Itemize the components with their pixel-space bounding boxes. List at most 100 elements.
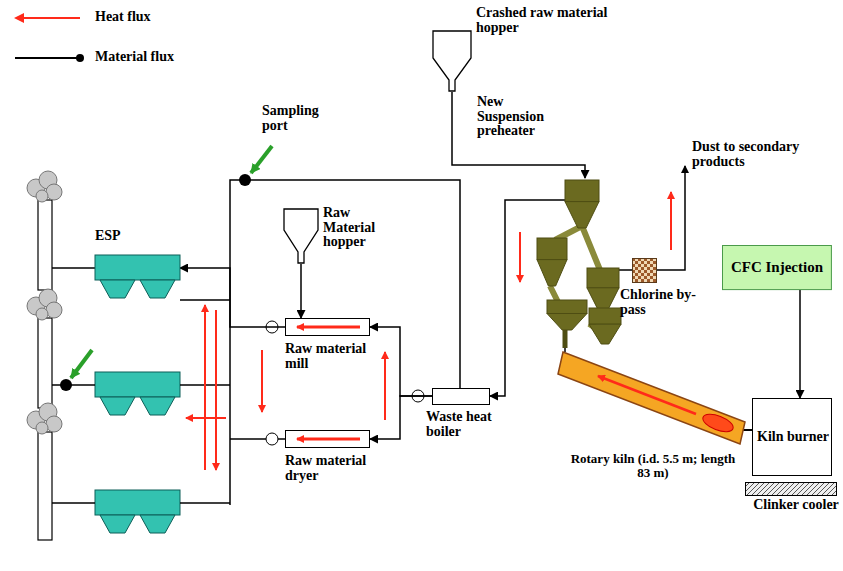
drawn-circle [46, 416, 62, 432]
drawn-line [563, 328, 568, 348]
drawn-line [186, 417, 226, 419]
drawn-line [519, 232, 521, 282]
drawn-rect [38, 318, 52, 408]
mill-box-shape [285, 318, 370, 336]
drawn-rect [286, 319, 370, 336]
rotary-kiln: Rotary kiln (i.d. 5.5 m; length 83 m) [558, 352, 748, 447]
heat-flux-arrows [186, 192, 671, 470]
mill-box: Raw material mill [285, 318, 370, 336]
drawn-circle [239, 174, 251, 186]
hopper-shape [432, 30, 472, 92]
drawn-circle [60, 379, 72, 391]
drawn-line [261, 350, 263, 412]
drawn-circle [46, 184, 62, 200]
node-label: Raw Material hopper [323, 206, 403, 250]
legend-text: Heat flux [95, 10, 151, 25]
node-label: ESP [95, 229, 155, 244]
drawn-rect [723, 246, 832, 290]
drawn-line [52, 384, 95, 386]
drawn-line [598, 376, 696, 414]
drawn-line [384, 352, 386, 420]
drawn-line [297, 326, 360, 329]
drawn-polygon [140, 515, 175, 533]
node-label: Waste heat boiler [426, 410, 498, 439]
drawn-rect [433, 389, 490, 405]
drawn-line [15, 57, 78, 59]
node-label: Chlorine by-pass [620, 288, 696, 317]
bypass-box-shape [632, 258, 657, 283]
drawn-line [52, 267, 95, 269]
esp-units [95, 372, 180, 533]
gas-ducts [52, 180, 460, 505]
flow-connector [490, 200, 535, 396]
flow-connector [625, 269, 632, 271]
legend-samples [14, 13, 84, 62]
drawn-polygon [140, 397, 175, 415]
esp-unit: ESP [95, 255, 180, 300]
drawn-line [251, 146, 272, 173]
drawn-polygon [100, 280, 135, 298]
hopper: Raw Material hopper [283, 208, 319, 264]
drawn-rect [537, 238, 567, 260]
drawn-rect [589, 308, 621, 324]
callout-label: Sampling port [262, 104, 334, 133]
drawn-line [180, 502, 230, 504]
drawn-line [180, 299, 230, 301]
drawn-rect [286, 431, 370, 448]
drawn-rect [547, 300, 587, 314]
drawn-circle [36, 308, 48, 320]
drawn-polygon [100, 397, 135, 415]
injection-box: CFC Injection [722, 245, 832, 290]
drawn-polygon [537, 260, 567, 286]
drawn-line [215, 310, 217, 470]
flow-connector [180, 268, 285, 327]
hopper: Crashed raw material hopper [432, 30, 472, 92]
legend-text: Material flux [95, 50, 174, 65]
node-label: Raw material mill [285, 342, 375, 371]
drawn-rect [746, 483, 837, 496]
node-label: New Suspension preheater [477, 95, 563, 139]
flow-connector [564, 348, 566, 352]
drawn-circle [36, 422, 48, 434]
flow-connector [300, 264, 302, 318]
drawn-polygon [433, 31, 471, 91]
rotary-kiln-shape [558, 352, 748, 447]
drawn-line [71, 350, 92, 378]
drawn-line [22, 17, 80, 19]
drawn-polyline [230, 180, 460, 505]
drawn-rect [565, 180, 599, 202]
drawn-circle [46, 302, 62, 318]
drawn-polygon [558, 352, 745, 444]
stacks [38, 200, 52, 540]
boiler-box: Waste heat boiler [432, 388, 490, 405]
cooler: Clinker cooler [745, 482, 843, 522]
drawn-circle [266, 433, 278, 445]
node-label: Clinker cooler [745, 498, 843, 513]
flow-connector [370, 327, 432, 396]
drawn-line [297, 438, 360, 441]
drawn-polygon [565, 202, 599, 228]
sampling-ports [60, 146, 272, 391]
drawn-line [204, 305, 206, 470]
preheater-tower: New Suspension preheater [535, 178, 625, 348]
drawn-rect [38, 432, 52, 540]
node-label: Crashed raw material hopper [476, 6, 616, 35]
drawn-circle [36, 190, 48, 202]
callout-label: Dust to secondary products [692, 140, 837, 169]
dust-outlet-line [657, 166, 685, 270]
drawn-line [535, 199, 567, 201]
drawn-rect [95, 490, 180, 515]
node-label: Raw material dryer [285, 454, 375, 483]
flow-connector [370, 396, 432, 439]
dryer-box-shape [285, 430, 370, 448]
drawn-polygon [284, 209, 318, 263]
flow-connector [799, 290, 801, 398]
flow-connector [452, 92, 585, 178]
drawn-polygon [547, 314, 587, 331]
drawn-polygon [589, 324, 621, 344]
dryer-box: Raw material dryer [285, 430, 370, 448]
drawn-rect [633, 259, 657, 283]
drawn-ellipse [701, 411, 736, 436]
esp-unit-shape [95, 255, 180, 300]
